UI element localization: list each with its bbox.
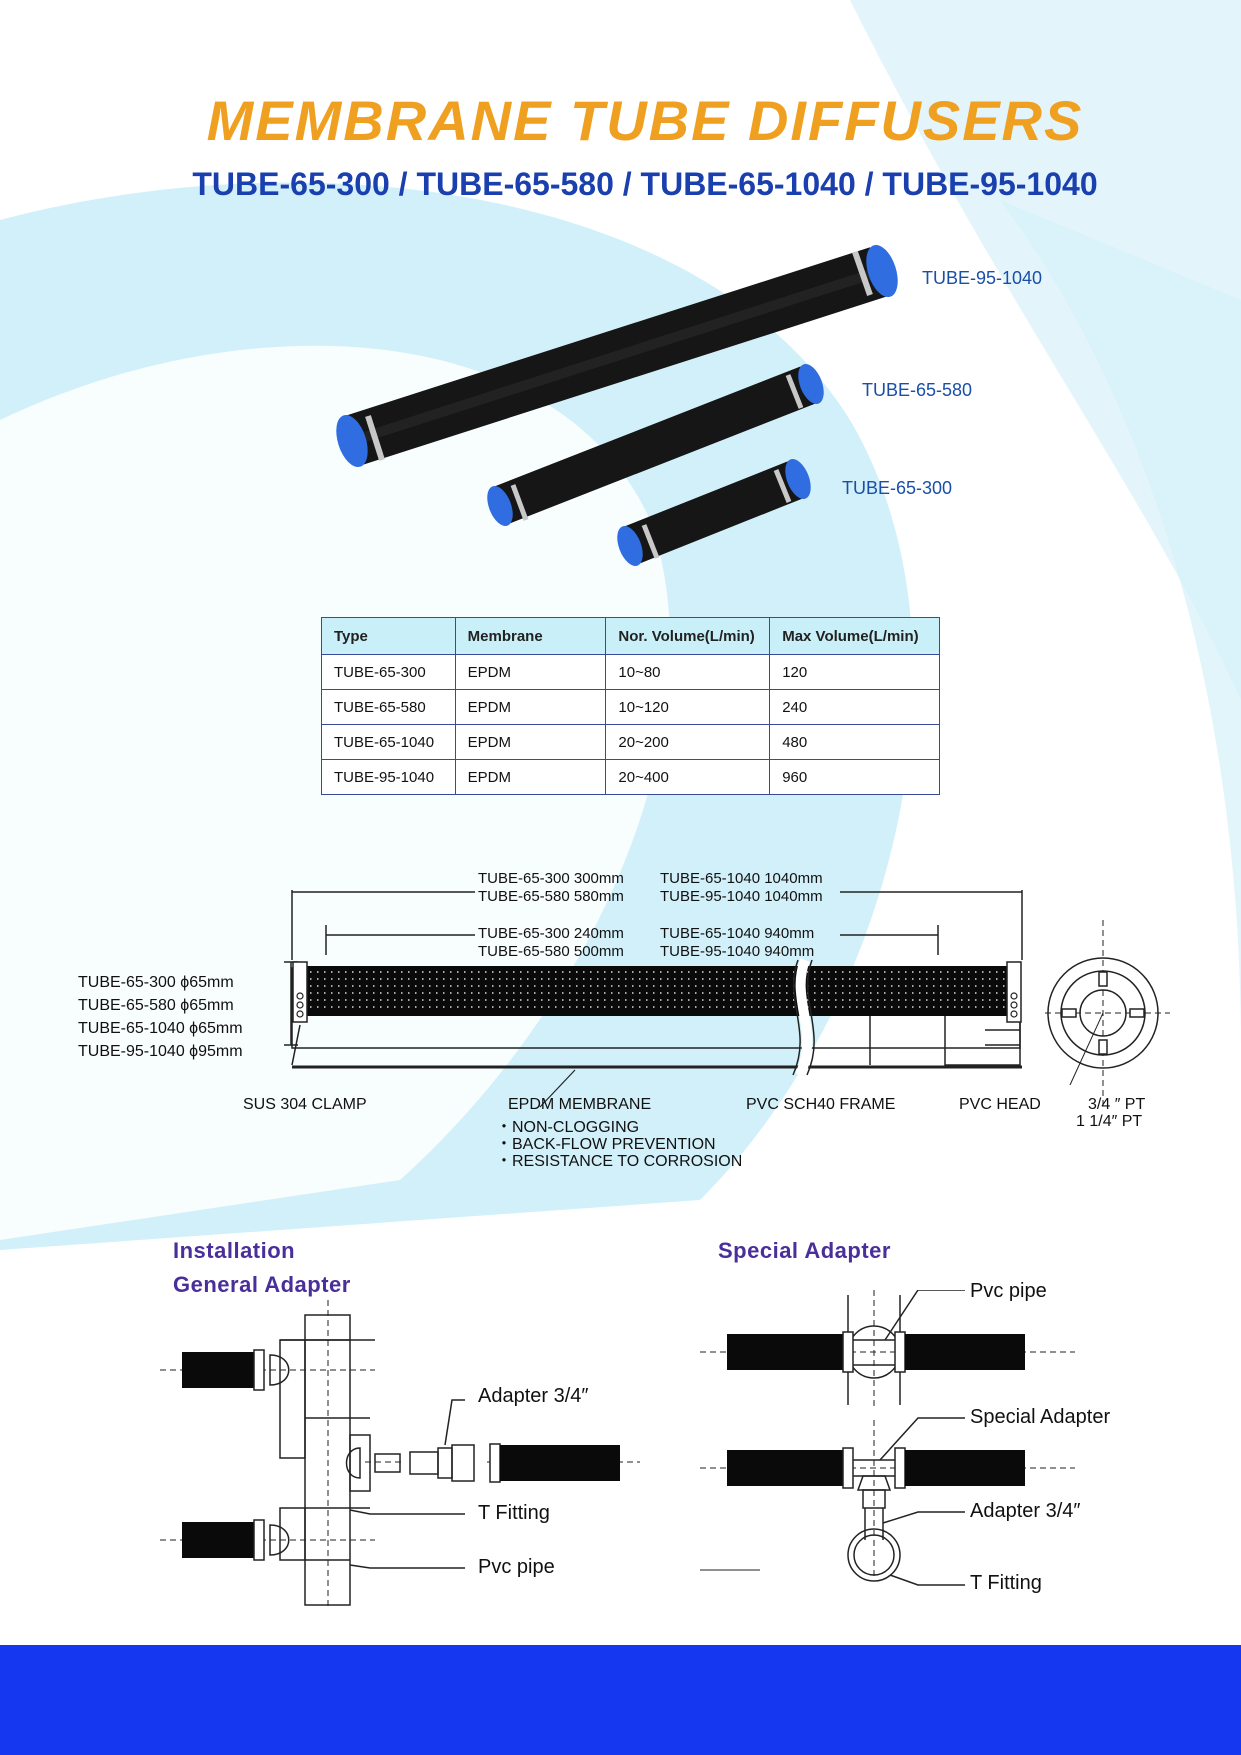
membrane-length-95-1040: TUBE-95-1040 940mm bbox=[660, 943, 815, 960]
cell-nor-volume: 10~120 bbox=[605, 689, 771, 725]
special-adapter-title: Special Adapter bbox=[718, 1238, 891, 1263]
feature-back-flow: ・BACK-FLOW PREVENTION bbox=[496, 1136, 716, 1153]
special-adapter-3-4-label: Adapter 3/4″ bbox=[970, 1500, 1081, 1522]
model-list-subtitle: TUBE-65-300 / TUBE-65-580 / TUBE-65-1040… bbox=[192, 166, 1098, 202]
tube-drawing bbox=[905, 1334, 1025, 1370]
thread-3-4: 3/4 ″ PT bbox=[1088, 1096, 1146, 1113]
cell-membrane: EPDM bbox=[454, 654, 607, 690]
membrane-length-580: TUBE-65-580 500mm bbox=[478, 943, 624, 960]
overall-length-580: TUBE-65-580 580mm bbox=[478, 888, 624, 905]
general-pvc-pipe-label: Pvc pipe bbox=[478, 1556, 555, 1578]
page-title: MEMBRANE TUBE DIFFUSERS bbox=[206, 89, 1084, 152]
tube-drawing bbox=[500, 1445, 620, 1481]
special-adapter-label: Special Adapter bbox=[970, 1406, 1111, 1428]
diameter-1040: TUBE-65-1040 ϕ65mm bbox=[78, 1020, 243, 1037]
col-header-max-volume: Max Volume(L/min) bbox=[769, 617, 940, 655]
general-t-fitting-label: T Fitting bbox=[478, 1502, 550, 1524]
tube-drawing bbox=[727, 1334, 843, 1370]
table-row: TUBE-95-1040 EPDM 20~400 960 bbox=[321, 759, 940, 795]
cell-type: TUBE-65-580 bbox=[321, 689, 456, 725]
technical-drawing bbox=[284, 890, 1170, 1110]
table-row: TUBE-65-580 EPDM 10~120 240 bbox=[321, 689, 940, 725]
photo-label-tube-65-580: TUBE-65-580 bbox=[862, 380, 973, 400]
cell-nor-volume: 10~80 bbox=[605, 654, 771, 690]
cell-type: TUBE-65-1040 bbox=[321, 724, 456, 760]
col-header-membrane: Membrane bbox=[454, 617, 607, 655]
clamp-label: SUS 304 CLAMP bbox=[243, 1096, 367, 1113]
general-adapter-title: General Adapter bbox=[173, 1272, 351, 1297]
cell-max-volume: 120 bbox=[769, 654, 940, 690]
cell-nor-volume: 20~200 bbox=[605, 724, 771, 760]
product-photo bbox=[336, 244, 898, 566]
footer-bar bbox=[0, 1645, 1241, 1755]
cell-membrane: EPDM bbox=[454, 724, 607, 760]
table-row: TUBE-65-300 EPDM 10~80 120 bbox=[321, 654, 940, 690]
photo-label-tube-95-1040: TUBE-95-1040 bbox=[922, 268, 1043, 288]
tube-drawing bbox=[905, 1450, 1025, 1486]
tube-drawing bbox=[182, 1522, 254, 1558]
overall-length-95-1040: TUBE-95-1040 1040mm bbox=[660, 888, 823, 905]
cell-type: TUBE-95-1040 bbox=[321, 759, 456, 795]
spec-table: Type Membrane Nor. Volume(L/min) Max Vol… bbox=[321, 617, 940, 795]
overall-length-1040: TUBE-65-1040 1040mm bbox=[660, 870, 823, 887]
cell-membrane: EPDM bbox=[454, 759, 607, 795]
tube-drawing bbox=[727, 1450, 843, 1486]
perforation-dots bbox=[310, 971, 1012, 1008]
special-adapter-diagram bbox=[700, 1290, 1075, 1586]
tube-65-580-image bbox=[487, 364, 824, 526]
cell-max-volume: 960 bbox=[769, 759, 940, 795]
diameter-580: TUBE-65-580 ϕ65mm bbox=[78, 997, 234, 1014]
tube-drawing bbox=[182, 1352, 254, 1388]
cell-max-volume: 240 bbox=[769, 689, 940, 725]
general-adapter-label: Adapter 3/4″ bbox=[478, 1385, 589, 1407]
cell-type: TUBE-65-300 bbox=[321, 654, 456, 690]
feature-corrosion: ・RESISTANCE TO CORROSION bbox=[496, 1153, 743, 1170]
col-header-type: Type bbox=[321, 617, 456, 655]
installation-title: Installation bbox=[173, 1238, 296, 1263]
membrane-label: EPDM MEMBRANE bbox=[508, 1096, 652, 1113]
special-pvc-pipe-label: Pvc pipe bbox=[970, 1280, 1047, 1302]
col-header-nor-volume: Nor. Volume(L/min) bbox=[605, 617, 771, 655]
cell-membrane: EPDM bbox=[454, 689, 607, 725]
photo-label-tube-65-300: TUBE-65-300 bbox=[842, 478, 953, 498]
special-t-fitting-label: T Fitting bbox=[970, 1572, 1042, 1594]
membrane-length-300: TUBE-65-300 240mm bbox=[478, 925, 624, 942]
overall-length-300: TUBE-65-300 300mm bbox=[478, 870, 624, 887]
thread-1-1-4: 1 1/4″ PT bbox=[1076, 1113, 1143, 1130]
table-header-row: Type Membrane Nor. Volume(L/min) Max Vol… bbox=[321, 617, 940, 655]
end-view-drawing bbox=[1045, 920, 1170, 1110]
tube-95-1040-image bbox=[336, 244, 898, 468]
cell-max-volume: 480 bbox=[769, 724, 940, 760]
tube-65-300-image bbox=[617, 459, 811, 566]
frame-label: PVC SCH40 FRAME bbox=[746, 1096, 896, 1113]
diameter-95-1040: TUBE-95-1040 ϕ95mm bbox=[78, 1043, 243, 1060]
membrane-length-1040: TUBE-65-1040 940mm bbox=[660, 925, 815, 942]
table-row: TUBE-65-1040 EPDM 20~200 480 bbox=[321, 724, 940, 760]
diameter-300: TUBE-65-300 ϕ65mm bbox=[78, 974, 234, 991]
cell-nor-volume: 20~400 bbox=[605, 759, 771, 795]
membrane-tube-drawing bbox=[306, 966, 1016, 1016]
feature-non-clogging: ・NON-CLOGGING bbox=[496, 1119, 640, 1136]
head-label: PVC HEAD bbox=[959, 1096, 1041, 1113]
general-adapter-diagram bbox=[160, 1300, 640, 1610]
